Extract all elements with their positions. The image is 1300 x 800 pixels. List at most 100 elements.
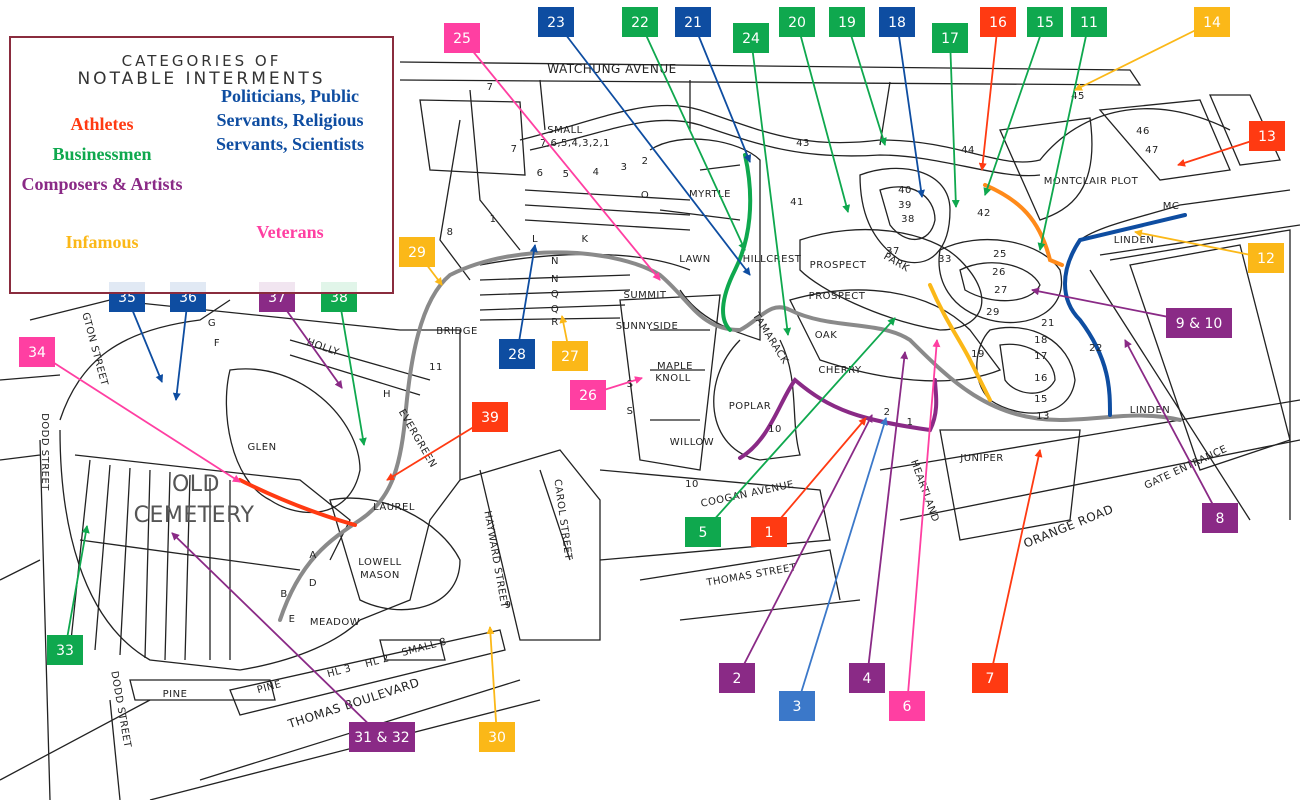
marker-box[interactable] bbox=[849, 663, 885, 693]
marker-34[interactable]: 34 bbox=[19, 337, 241, 483]
marker-19[interactable]: 19 bbox=[829, 7, 887, 146]
map-label: E bbox=[289, 614, 296, 625]
marker-8[interactable]: 8 bbox=[1124, 339, 1238, 533]
map-label: D bbox=[309, 578, 317, 589]
marker-box[interactable] bbox=[1248, 243, 1284, 273]
map-label: LINDEN bbox=[1114, 235, 1155, 246]
marker-5[interactable]: 5 bbox=[685, 317, 896, 547]
marker-label: 14 bbox=[1203, 15, 1221, 31]
map-label: 9 bbox=[505, 600, 512, 611]
marker-box[interactable] bbox=[733, 23, 769, 53]
marker-1[interactable]: 1 bbox=[751, 417, 867, 547]
marker-box[interactable] bbox=[538, 7, 574, 37]
marker-box[interactable] bbox=[622, 7, 658, 37]
map-label: 21 bbox=[1041, 318, 1055, 329]
marker-label: 30 bbox=[488, 730, 506, 746]
marker-4[interactable]: 4 bbox=[849, 351, 909, 693]
marker-22[interactable]: 22 bbox=[622, 7, 746, 251]
map-label: 7 bbox=[487, 82, 494, 93]
marker-box[interactable] bbox=[972, 663, 1008, 693]
map-label: Q bbox=[551, 304, 559, 315]
marker-6[interactable]: 6 bbox=[889, 339, 941, 721]
marker-box[interactable] bbox=[779, 7, 815, 37]
map-label: B bbox=[280, 589, 287, 600]
marker-18[interactable]: 18 bbox=[879, 7, 925, 198]
map-label: WILLOW bbox=[670, 437, 714, 448]
marker-box[interactable] bbox=[479, 722, 515, 752]
marker-arrow bbox=[338, 296, 367, 446]
marker-arrow bbox=[1037, 21, 1090, 251]
marker-11[interactable]: 11 bbox=[1037, 7, 1107, 251]
marker-box[interactable] bbox=[675, 7, 711, 37]
marker-21[interactable]: 21 bbox=[675, 7, 752, 163]
marker-label: 28 bbox=[508, 347, 526, 363]
marker-box[interactable] bbox=[980, 7, 1016, 37]
marker-arrow bbox=[906, 339, 941, 707]
marker-13[interactable]: 13 bbox=[1177, 121, 1285, 167]
marker-box[interactable] bbox=[1027, 7, 1063, 37]
marker-box[interactable] bbox=[1194, 7, 1230, 37]
marker-27[interactable]: 27 bbox=[552, 315, 588, 371]
marker-box[interactable] bbox=[719, 663, 755, 693]
marker-box[interactable] bbox=[570, 380, 606, 410]
marker-17[interactable]: 17 bbox=[932, 23, 968, 208]
marker-box[interactable] bbox=[47, 635, 83, 665]
marker-label: 26 bbox=[579, 388, 597, 404]
marker-16[interactable]: 16 bbox=[978, 7, 1016, 171]
marker-box[interactable] bbox=[1202, 503, 1238, 533]
marker-arrow bbox=[555, 21, 751, 276]
legend-title: Categories of Notable Interments bbox=[11, 52, 392, 88]
marker-24[interactable]: 24 bbox=[733, 23, 792, 336]
marker-box[interactable] bbox=[19, 337, 55, 367]
marker-label: 23 bbox=[547, 15, 565, 31]
marker-3[interactable]: 3 bbox=[779, 417, 888, 721]
marker-box[interactable] bbox=[1071, 7, 1107, 37]
marker-box[interactable] bbox=[472, 402, 508, 432]
marker-36[interactable]: 36 bbox=[170, 282, 206, 401]
map-label: CAROL STREET bbox=[551, 479, 573, 562]
marker-box[interactable] bbox=[1166, 308, 1232, 338]
marker-box[interactable] bbox=[444, 23, 480, 53]
map-label: 40 bbox=[898, 185, 912, 196]
marker-box[interactable] bbox=[399, 237, 435, 267]
marker-9-10[interactable]: 9 & 10 bbox=[1031, 287, 1232, 338]
marker-7[interactable]: 7 bbox=[972, 449, 1043, 693]
marker-2[interactable]: 2 bbox=[719, 414, 873, 693]
marker-box[interactable] bbox=[1249, 121, 1285, 151]
marker-box[interactable] bbox=[932, 23, 968, 53]
marker-box[interactable] bbox=[685, 517, 721, 547]
map-label: S bbox=[627, 379, 634, 390]
marker-box[interactable] bbox=[879, 7, 915, 37]
map-label: G bbox=[208, 318, 216, 329]
marker-box[interactable] bbox=[829, 7, 865, 37]
map-label: 33 bbox=[938, 254, 952, 265]
marker-26[interactable]: 26 bbox=[570, 376, 643, 410]
marker-29[interactable]: 29 bbox=[399, 237, 443, 286]
marker-28[interactable]: 28 bbox=[499, 244, 538, 369]
marker-35[interactable]: 35 bbox=[109, 282, 164, 383]
marker-label: 39 bbox=[481, 410, 499, 426]
marker-label: 27 bbox=[561, 349, 579, 365]
marker-box[interactable] bbox=[889, 691, 925, 721]
marker-box[interactable] bbox=[499, 339, 535, 369]
marker-label: 36 bbox=[179, 290, 197, 306]
marker-12[interactable]: 12 bbox=[1134, 229, 1284, 273]
marker-box[interactable] bbox=[552, 341, 588, 371]
marker-31-32[interactable]: 31 & 32 bbox=[171, 532, 415, 752]
marker-20[interactable]: 20 bbox=[779, 7, 851, 213]
marker-14[interactable]: 14 bbox=[1074, 7, 1230, 91]
marker-23[interactable]: 23 bbox=[538, 7, 751, 276]
marker-box[interactable] bbox=[349, 722, 415, 752]
marker-15[interactable]: 15 bbox=[983, 7, 1063, 196]
marker-30[interactable]: 30 bbox=[479, 626, 515, 752]
marker-box[interactable] bbox=[779, 691, 815, 721]
marker-25[interactable]: 25 bbox=[444, 23, 661, 281]
legend-businessmen: Businessmen bbox=[52, 144, 152, 164]
marker-label: 1 bbox=[765, 525, 774, 541]
marker-box[interactable] bbox=[751, 517, 787, 547]
marker-arrow bbox=[692, 21, 752, 163]
map-label: H bbox=[383, 389, 391, 400]
marker-33[interactable]: 33 bbox=[47, 525, 90, 665]
marker-39[interactable]: 39 bbox=[386, 402, 508, 481]
